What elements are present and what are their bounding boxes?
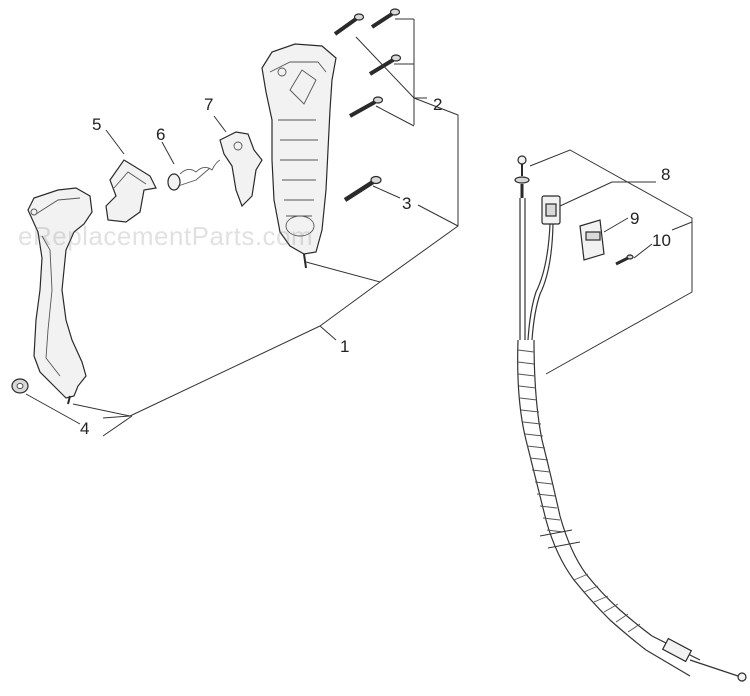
nut-part-4 bbox=[11, 378, 29, 394]
leader-part-3-b bbox=[417, 204, 459, 227]
screw-part-10 bbox=[615, 254, 634, 266]
callout-10: 10 bbox=[652, 231, 671, 250]
screw-part-2-c bbox=[368, 54, 402, 76]
leader-parts-8-10 bbox=[529, 149, 693, 375]
handle-half-right bbox=[261, 43, 337, 269]
throttle-cable-assembly bbox=[514, 155, 747, 682]
leader-part-4 bbox=[25, 393, 133, 437]
callout-1: 1 bbox=[340, 337, 349, 356]
leader-part-2 bbox=[355, 18, 427, 127]
leader-part-1 bbox=[102, 97, 459, 419]
callout-4: 4 bbox=[80, 419, 89, 438]
trigger-part-5 bbox=[105, 129, 157, 223]
callout-6: 6 bbox=[156, 125, 165, 144]
screw-part-3 bbox=[343, 175, 382, 202]
callout-7: 7 bbox=[204, 95, 213, 114]
screw-part-2-d bbox=[349, 96, 384, 118]
spring-part-6 bbox=[161, 141, 221, 191]
handle-half-left bbox=[27, 187, 93, 405]
lever-part-7 bbox=[213, 115, 263, 208]
switch-part-8 bbox=[541, 195, 561, 225]
screw-part-2-b bbox=[370, 8, 401, 29]
watermark: eReplacementParts.com bbox=[18, 221, 313, 251]
callout-9: 9 bbox=[630, 209, 639, 228]
callout-8: 8 bbox=[661, 165, 670, 184]
screw-part-2-a bbox=[333, 13, 365, 36]
callout-2: 2 bbox=[433, 95, 442, 114]
leader-part-3 bbox=[372, 185, 401, 199]
callout-3: 3 bbox=[402, 194, 411, 213]
callout-5: 5 bbox=[92, 115, 101, 134]
bracket-part-9 bbox=[579, 219, 605, 261]
